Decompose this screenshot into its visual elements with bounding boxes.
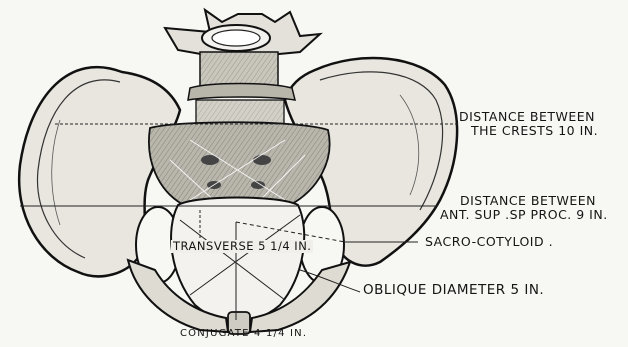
- crests-distance-label: DISTANCE BETWEEN THE CRESTS 10 IN.: [459, 110, 598, 139]
- sacro-cotyloid-label: SACRO-COTYLOID .: [425, 235, 553, 249]
- conjugate-label: CONJUGATE 4 1/4 IN.: [180, 328, 307, 340]
- ant-sup-spine-distance-label: DISTANCE BETWEEN ANT. SUP .SP PROC. 9 IN…: [440, 194, 608, 223]
- oblique-diameter-label: OBLIQUE DIAMETER 5 IN.: [363, 283, 544, 299]
- transverse-label: TRANSVERSE 5 1/4 IN.: [171, 240, 313, 253]
